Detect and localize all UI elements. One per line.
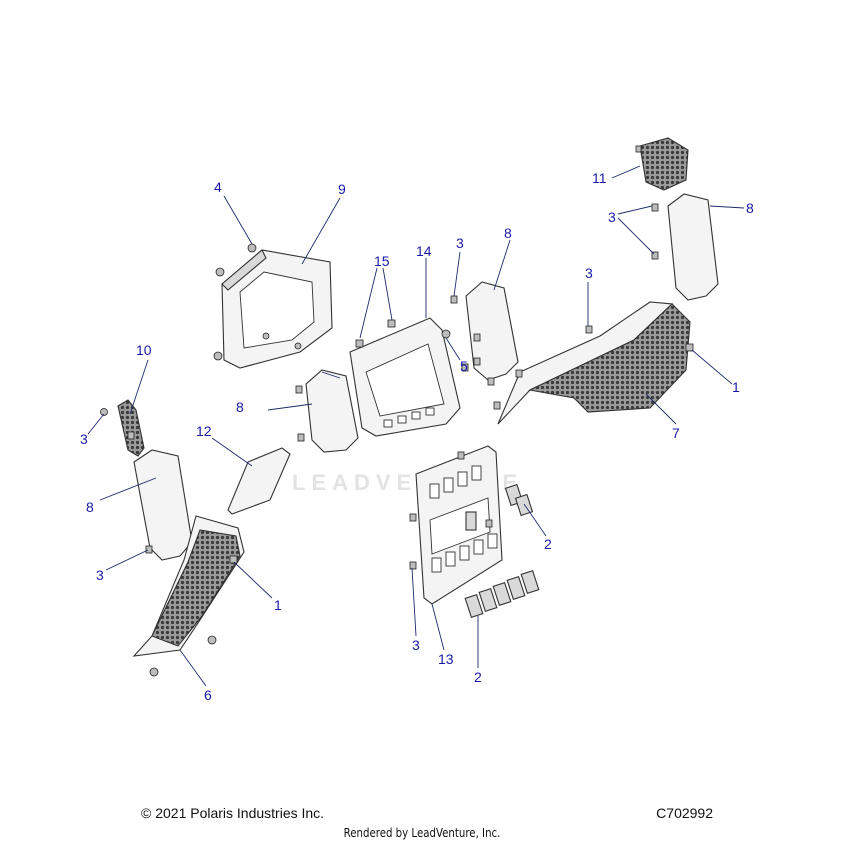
callout-3: 3 <box>608 209 616 225</box>
part-8-pad-top-right[interactable] <box>667 193 719 301</box>
leader-lines <box>87 165 745 687</box>
diagram-code: C702992 <box>656 805 713 821</box>
callout-5: 5 <box>460 358 468 374</box>
part-14-main-bracket[interactable] <box>349 317 461 437</box>
part-2-inserts-lower[interactable] <box>464 569 540 619</box>
callout-3: 3 <box>585 265 593 281</box>
callout-12: 12 <box>196 423 212 439</box>
callout-3: 3 <box>96 567 104 583</box>
callout-14: 14 <box>416 243 432 259</box>
callouts: 4 9 15 14 3 8 3 3 11 8 1 7 5 8 10 3 12 8… <box>80 170 754 703</box>
callout-2: 2 <box>474 669 482 685</box>
callout-1: 1 <box>732 379 740 395</box>
part-6-left-mesh-panel[interactable] <box>132 515 245 677</box>
part-9-frame-bracket[interactable] <box>213 243 333 369</box>
part-13-grid-panel[interactable] <box>415 445 503 605</box>
part-8-pad-center[interactable] <box>305 369 359 453</box>
part-3-clips[interactable] <box>127 145 659 570</box>
callout-13: 13 <box>438 651 454 667</box>
callout-15: 15 <box>374 253 390 269</box>
callout-8: 8 <box>236 399 244 415</box>
callout-11: 11 <box>592 170 607 186</box>
callout-3: 3 <box>456 235 464 251</box>
part-8-pad-left[interactable] <box>133 449 193 561</box>
callout-7: 7 <box>672 425 680 441</box>
callout-8: 8 <box>746 200 754 216</box>
callout-8: 8 <box>86 499 94 515</box>
part-12-small-panel[interactable] <box>227 447 291 515</box>
rendered-by-text: Rendered by LeadVenture, Inc. <box>343 826 501 840</box>
callout-3: 3 <box>412 637 420 653</box>
callout-1: 1 <box>274 597 282 613</box>
part-11-mesh-grille[interactable] <box>639 137 689 191</box>
callout-6: 6 <box>204 687 212 703</box>
callout-2: 2 <box>544 536 552 552</box>
copyright-text: © 2021 Polaris Industries Inc. <box>141 805 325 821</box>
callout-10: 10 <box>136 342 152 358</box>
part-8-pad-top-middle[interactable] <box>465 281 519 381</box>
part-2-inserts-upper[interactable] <box>504 483 534 517</box>
callout-9: 9 <box>338 181 346 197</box>
part-7-large-mesh-panel[interactable] <box>497 301 694 425</box>
part-10-small-vent[interactable] <box>100 399 145 457</box>
callout-8: 8 <box>504 225 512 241</box>
callout-4: 4 <box>214 179 222 195</box>
callout-3: 3 <box>80 431 88 447</box>
